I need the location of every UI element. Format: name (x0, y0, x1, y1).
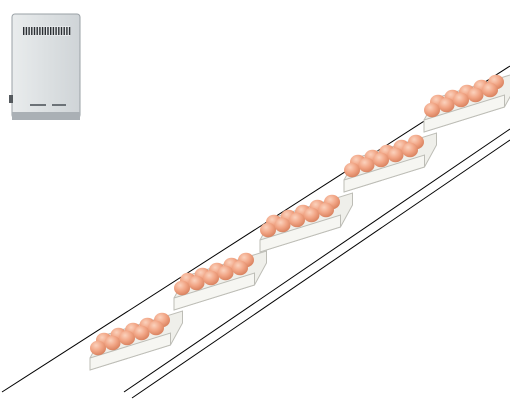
carton-front (173, 272, 255, 311)
vent-slat (36, 27, 38, 35)
wall-unit-device (9, 13, 81, 120)
conveyor-front-edge-2 (131, 139, 510, 399)
device-side-port (9, 95, 13, 103)
egg (303, 207, 320, 223)
vent-slat (63, 27, 65, 35)
egg (344, 162, 360, 178)
egg (274, 217, 291, 233)
vent-slat (44, 27, 46, 35)
egg-carton (343, 132, 437, 193)
vent-slat (25, 27, 28, 35)
egg (203, 270, 219, 286)
egg (90, 340, 106, 356)
egg (104, 335, 121, 351)
vent-slat (60, 27, 63, 35)
egg (133, 325, 150, 341)
egg (482, 82, 498, 98)
egg-carton (89, 310, 183, 371)
egg (232, 260, 248, 276)
egg (217, 265, 234, 281)
egg (402, 142, 418, 158)
device-vent-grille (22, 26, 71, 36)
egg (260, 222, 276, 238)
vent-slat (41, 27, 44, 35)
vent-slat (66, 27, 68, 35)
vent-slat (33, 27, 36, 35)
carton-front (259, 214, 341, 253)
vent-slat (23, 27, 25, 35)
egg (119, 330, 135, 346)
vent-slat (28, 27, 30, 35)
egg (358, 157, 375, 173)
egg-carton (173, 250, 267, 311)
carton-front (423, 94, 505, 133)
vent-slat (58, 27, 60, 35)
vent-slat (31, 27, 33, 35)
vent-slat (55, 27, 57, 35)
carton-front (89, 332, 171, 371)
egg-carton (423, 74, 510, 133)
egg (174, 280, 190, 296)
vent-slat (68, 27, 71, 35)
egg (318, 202, 334, 218)
conveyor-front-edge-1 (123, 128, 510, 393)
vent-slat (52, 27, 55, 35)
device-label-plate (30, 104, 46, 106)
carton-front (343, 154, 425, 193)
egg (188, 275, 205, 291)
egg-carton (259, 192, 353, 253)
vent-slat (47, 27, 49, 35)
egg (148, 320, 164, 336)
vent-slat (39, 27, 41, 35)
egg (438, 97, 455, 113)
egg (424, 102, 440, 118)
vent-slat (50, 27, 52, 35)
egg (289, 212, 305, 228)
device-bottom-shadow (12, 112, 80, 120)
egg (373, 152, 389, 168)
egg-cartons (89, 74, 510, 371)
egg (467, 87, 484, 103)
egg (453, 92, 469, 108)
egg (387, 147, 404, 163)
device-label-text (52, 104, 66, 106)
